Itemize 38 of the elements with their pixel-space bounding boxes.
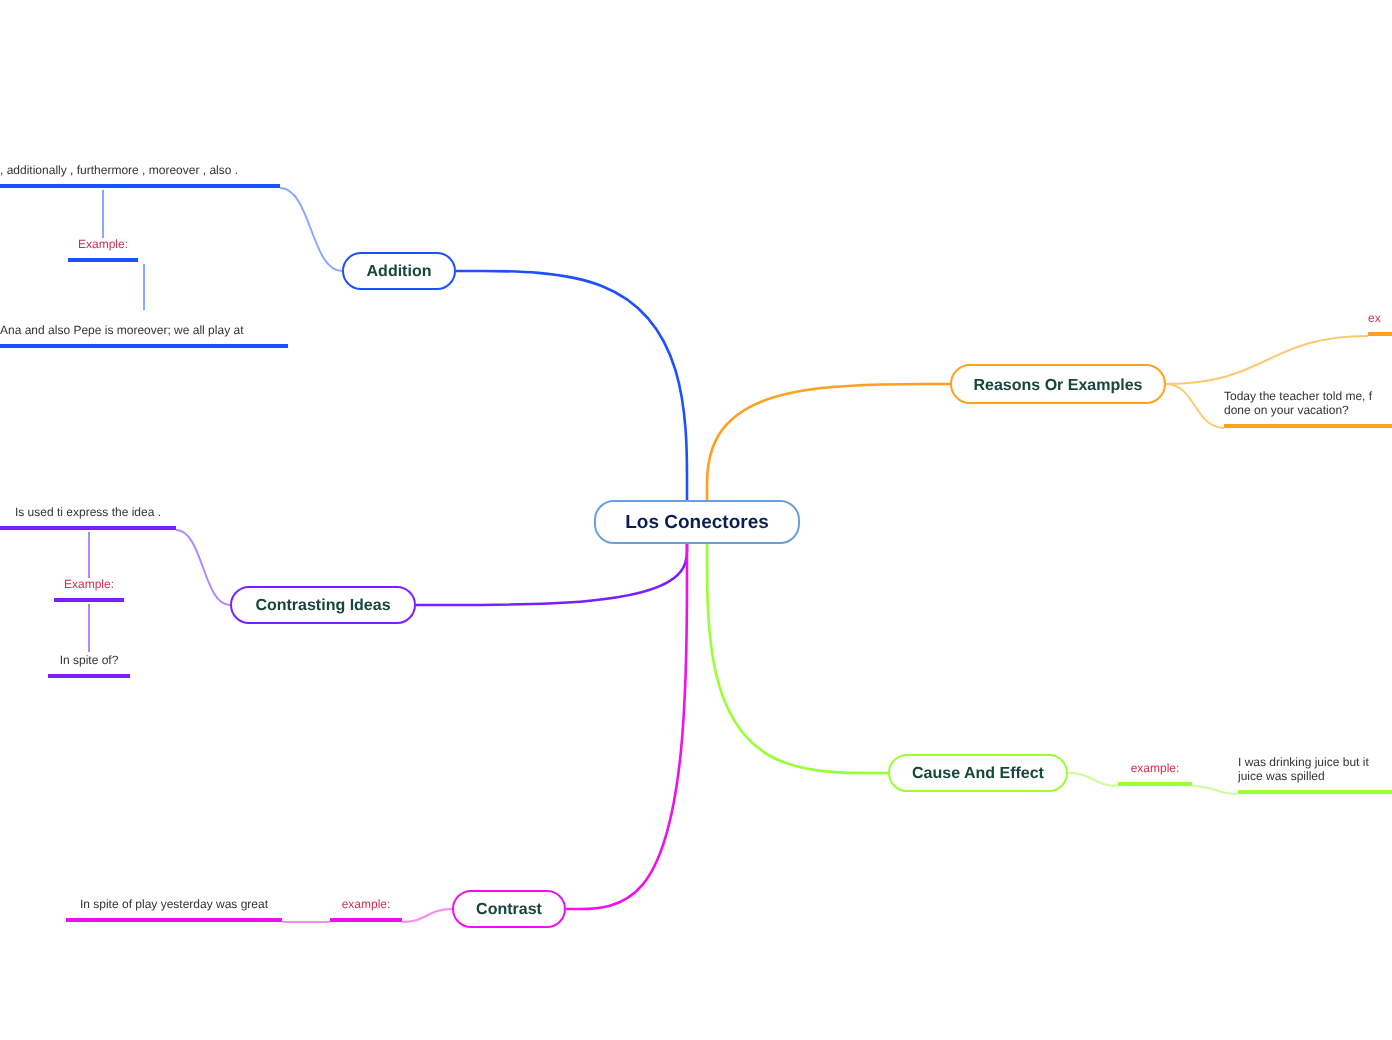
underlined-topic — [1118, 760, 1192, 786]
underlined-topic — [0, 164, 280, 188]
connector-line — [1191, 785, 1239, 795]
connector-line — [566, 544, 689, 911]
underlined-topic — [68, 238, 138, 262]
topic-label: Addition — [366, 262, 432, 280]
connector-line — [102, 189, 104, 239]
topic-pill — [452, 890, 566, 928]
central-topic-pill — [594, 500, 800, 544]
underlined-topic — [330, 896, 402, 922]
topic-label: Reasons Or Examples — [973, 375, 1143, 393]
connector-line — [175, 529, 231, 606]
underlined-topic — [54, 578, 124, 602]
connector-line — [88, 603, 90, 653]
topic-label: Cause And Effect — [912, 764, 1044, 782]
connector-line — [705, 382, 950, 500]
connector-line — [1165, 383, 1225, 429]
connector-line — [1165, 335, 1369, 385]
topic-pill — [888, 754, 1068, 792]
topic-pill — [950, 364, 1166, 404]
topic-label: Contrast — [476, 900, 542, 918]
underlined-topic — [0, 504, 176, 530]
topic-pill — [342, 252, 456, 290]
underlined-topic — [48, 652, 130, 678]
topic-label: Los Conectores — [625, 511, 769, 533]
connector-line — [281, 921, 331, 923]
connector-line — [279, 187, 343, 272]
connector-line — [88, 531, 90, 579]
connector-line — [705, 544, 888, 775]
topic-label: Contrasting Ideas — [255, 596, 391, 614]
connector-line — [456, 269, 689, 500]
underlined-topic — [1368, 312, 1392, 336]
topic-pill — [230, 586, 416, 624]
connector-line — [401, 908, 453, 923]
connector-line — [1067, 772, 1119, 787]
underlined-topic — [66, 896, 282, 922]
connector-line — [143, 263, 145, 311]
underlined-topic — [1238, 754, 1392, 794]
